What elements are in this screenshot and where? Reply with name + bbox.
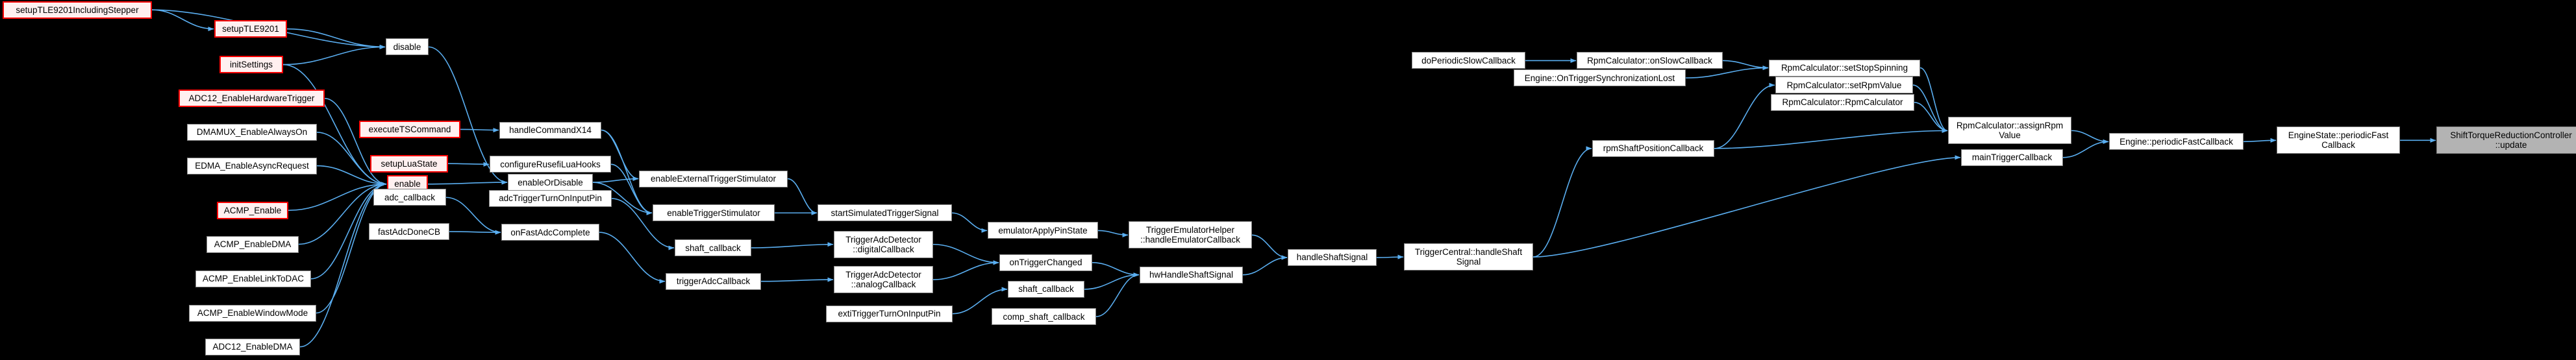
graph-node[interactable]: configureRusefiLuaHooks (490, 156, 611, 173)
graph-edge (932, 260, 999, 280)
graph-node[interactable]: shaft_callback (675, 239, 751, 257)
graph-node[interactable]: ACMP_EnableDMA (206, 235, 299, 253)
graph-node[interactable]: ACMP_EnableWindowMode (189, 304, 316, 322)
graph-node[interactable]: onFastAdcComplete (501, 224, 599, 241)
graph-node[interactable]: mainTriggerCallback (1961, 149, 2063, 166)
graph-edge (288, 182, 387, 211)
graph-edge (2071, 130, 2109, 144)
graph-node[interactable]: doPeriodicSlowCallback (1412, 52, 1525, 69)
graph-edge (1919, 67, 1948, 133)
graph-node[interactable]: adcTriggerTurnOnInputPin (489, 190, 612, 208)
graph-edge (1092, 262, 1140, 278)
graph-node[interactable]: EDMA_EnableAsyncRequest (187, 157, 317, 174)
graph-node[interactable]: Engine::periodicFastCallback (2109, 133, 2244, 150)
graph-node[interactable]: shaft_callback (1008, 280, 1084, 298)
graph-edge (286, 28, 386, 49)
graph-edge (1097, 230, 1129, 237)
graph-node[interactable]: enableTriggerStimulator (653, 204, 775, 222)
graph-edge (1084, 272, 1140, 290)
graph-node[interactable]: TriggerCentral::handleShaft Signal (1404, 243, 1533, 271)
graph-node[interactable]: DMAMUX_EnableAlwaysOn (187, 123, 317, 141)
graph-node[interactable]: ShiftTorqueReductionController ::update (2436, 126, 2576, 154)
graph-node[interactable]: RpmCalculator::setRpmValue (1775, 77, 1913, 94)
graph-node[interactable]: handleShaftSignal (1288, 249, 1377, 267)
graph-node[interactable]: hwHandleShaftSignal (1140, 266, 1243, 283)
graph-node[interactable]: setupTLE9201IncludingStepper (3, 1, 152, 19)
graph-node[interactable]: rpmShaftPositionCallback (1592, 139, 1714, 157)
graph-node[interactable]: ADC12_EnableDMA (205, 338, 300, 355)
graph-edge (1714, 82, 1775, 149)
graph-edge (282, 44, 386, 66)
graph-node[interactable]: EngineState::periodicFast Callback (2277, 126, 2400, 154)
graph-edge (951, 212, 988, 233)
graph-edge (1095, 272, 1140, 317)
graph-node[interactable]: RpmCalculator::setStopSpinning (1769, 59, 1920, 77)
graph-node[interactable]: RpmCalculator::RpmCalculator (1771, 93, 1914, 111)
graph-edge (1714, 128, 1948, 149)
graph-node[interactable]: setupLuaState (370, 154, 448, 173)
graph-node[interactable]: comp_shaft_callback (992, 308, 1096, 326)
graph-edge (1376, 254, 1404, 259)
graph-node[interactable]: RpmCalculator::assignRpm Value (1948, 117, 2071, 145)
graph-node[interactable]: onTriggerChanged (999, 254, 1092, 271)
graph-node[interactable]: enableExternalTriggerStimulator (639, 170, 788, 187)
graph-node[interactable]: startSimulatedTriggerSignal (818, 204, 952, 222)
graph-node[interactable]: ACMP_EnableLinkToDAC (195, 270, 311, 287)
graph-node[interactable]: TriggerEmulatorHelper ::handleEmulatorCa… (1129, 221, 1252, 249)
graph-node[interactable]: RpmCalculator::onSlowCallback (1577, 52, 1723, 69)
graph-edge (2243, 138, 2277, 143)
graph-edge (599, 232, 666, 284)
graph-node[interactable]: TriggerAdcDetector ::digitalCallback (834, 230, 933, 258)
graph-edge (1685, 66, 1769, 78)
graph-edge (427, 180, 508, 185)
graph-node[interactable]: fastAdcDoneCB (369, 223, 449, 241)
graph-node[interactable]: setupTLE9201 (214, 20, 287, 38)
graph-edge (787, 178, 818, 215)
graph-edge (592, 176, 639, 183)
graph-node[interactable]: Engine::OnTriggerSynchronizationLost (1514, 69, 1686, 87)
graph-edge (1722, 60, 1769, 71)
graph-node[interactable]: initSettings (219, 56, 283, 74)
graph-node[interactable]: ACMP_Enable (217, 201, 288, 219)
graph-node[interactable]: extiTriggerTurnOnInputPin (826, 305, 953, 322)
graph-edge (1242, 255, 1288, 276)
graph-edge (751, 242, 834, 248)
graph-node[interactable]: TriggerAdcDetector ::analogCallback (834, 266, 933, 294)
graph-node[interactable]: enableOrDisable (508, 174, 593, 191)
graph-edge (460, 128, 499, 133)
graph-node[interactable]: adc_callback (373, 189, 446, 206)
graph-edge (1532, 155, 1961, 258)
graph-node[interactable]: disable (386, 38, 429, 56)
graph-edge (1532, 146, 1592, 258)
graph-edge (1914, 102, 1948, 133)
graph-node[interactable]: emulatorApplyPinState (988, 222, 1098, 239)
graph-edge (1912, 84, 1948, 133)
graph-node[interactable]: executeTSCommand (359, 120, 460, 138)
graph-node[interactable]: ADC12_EnableHardwareTrigger (179, 90, 325, 108)
graph-edge (1251, 234, 1288, 260)
graph-edge (151, 9, 214, 32)
graph-node[interactable]: triggerAdcCallback (666, 272, 761, 290)
graph-edge (932, 243, 999, 265)
graph-edge (447, 162, 490, 167)
graph-edge (760, 277, 834, 282)
graph-edge (299, 182, 387, 348)
graph-node[interactable]: handleCommandX14 (499, 121, 601, 139)
